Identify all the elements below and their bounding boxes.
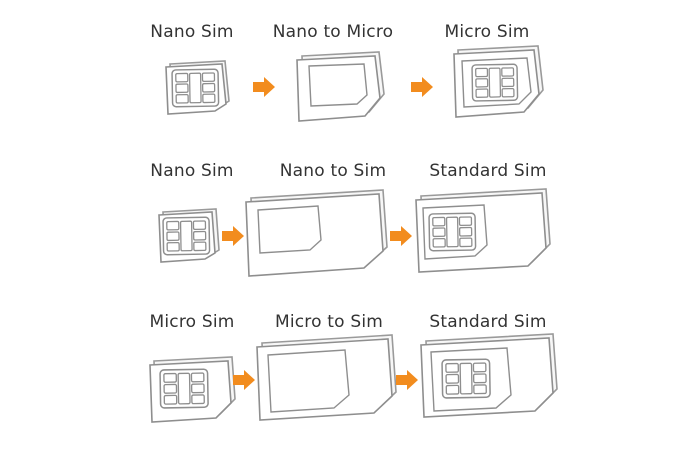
nano-to-sim-adapter-icon (245, 189, 388, 277)
arrow-right-icon (411, 77, 433, 97)
nano-sim-icon (165, 60, 230, 115)
nano-to-micro-adapter-icon (296, 51, 385, 122)
arrow-right-icon (396, 370, 418, 390)
row3-label-right: Standard Sim (429, 312, 547, 332)
arrow-right-icon (253, 77, 275, 97)
nano-sim-icon (158, 208, 220, 263)
micro-sim-icon (453, 45, 544, 118)
arrow-right-icon (222, 226, 244, 246)
row1-label-right: Micro Sim (444, 22, 530, 42)
row2-label-right: Standard Sim (429, 161, 547, 181)
row1-label-middle: Nano to Micro (272, 22, 394, 42)
row2-label-middle: Nano to Sim (279, 161, 387, 181)
micro-sim-icon (149, 356, 236, 423)
standard-sim-icon (415, 188, 551, 273)
arrow-right-icon (233, 370, 255, 390)
row2-label-left: Nano Sim (150, 161, 234, 181)
arrow-right-icon (390, 226, 412, 246)
row3-label-middle: Micro to Sim (274, 312, 384, 332)
standard-sim-icon (420, 333, 558, 418)
micro-to-sim-adapter-icon (256, 334, 397, 421)
row1-label-left: Nano Sim (150, 22, 234, 42)
row3-label-left: Micro Sim (149, 312, 235, 332)
